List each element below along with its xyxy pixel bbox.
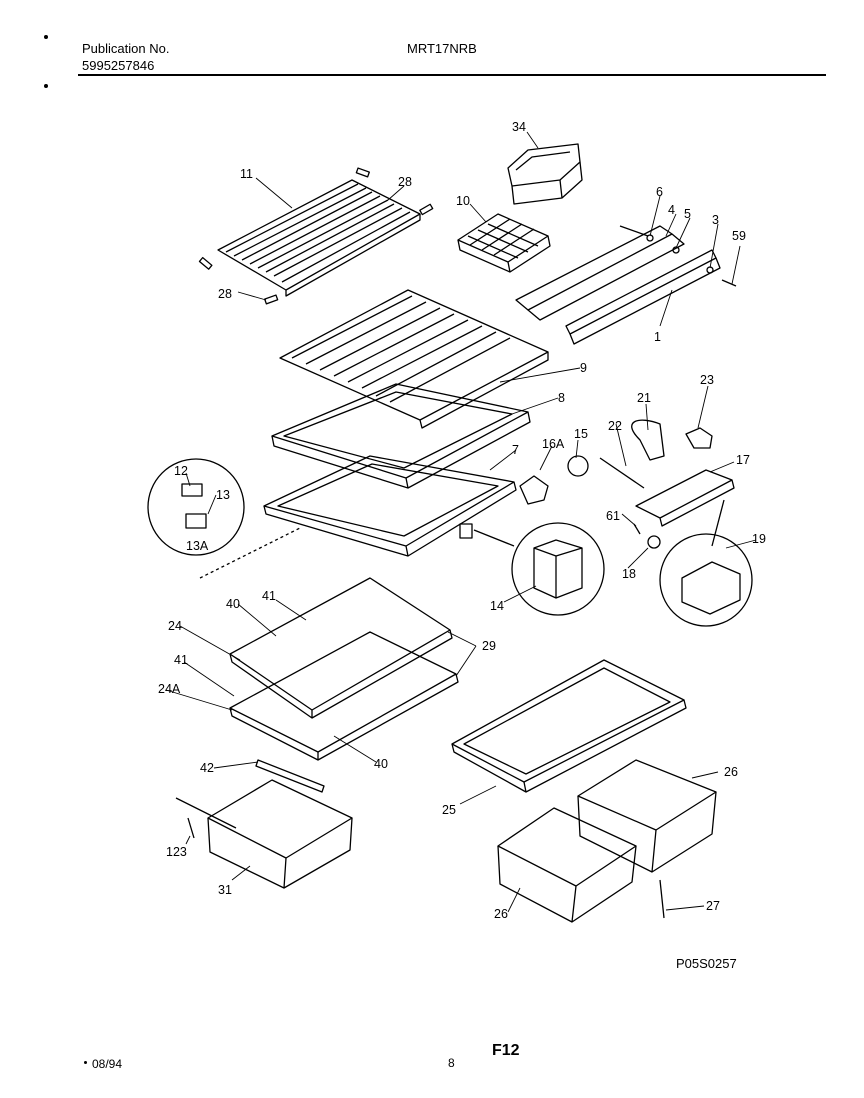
inset-circle-14 [511,522,605,616]
part-28-clip [264,294,279,305]
part-24a-glass-shelf [229,631,459,761]
part-8-frame [271,383,531,489]
callout-14: 14 [490,599,504,613]
part-9-shelf [279,289,549,429]
model-number: MRT17NRB [407,41,477,56]
callout-1: 1 [654,330,661,344]
part-21-wire [631,419,665,461]
leader-lines [165,131,757,913]
callout-22: 22 [608,419,622,433]
callout-19: 19 [752,532,766,546]
part-10-ice-tray [457,213,551,273]
callout-26: 26 [494,907,508,921]
callout-61: 61 [606,509,620,523]
callout-24: 24 [168,619,182,633]
margin-mark [84,1061,87,1064]
part-22-rod [599,457,645,489]
part-14 [533,539,583,599]
inset-circle-12-13 [147,458,245,556]
callout-31: 31 [218,883,232,897]
callout-15: 15 [574,427,588,441]
part-7-frame [263,455,517,557]
callout-25: 25 [442,803,456,817]
callout-40: 40 [374,757,388,771]
callout-27: 27 [706,899,720,913]
part-28-clip [355,167,370,178]
callout-9: 9 [580,361,587,375]
part-28-clip [419,203,434,216]
inset-circle-19 [659,533,753,627]
callout-13: 13 [216,488,230,502]
part-26-drawer [577,759,717,873]
callout-28: 28 [398,175,412,189]
part-16a-socket [519,475,549,505]
page-number: 8 [448,1056,455,1070]
figure-code: F12 [492,1042,520,1059]
part-31-drawer [175,779,353,889]
part-23-switch [685,427,713,449]
callout-41: 41 [262,589,276,603]
margin-mark [44,84,48,88]
callout-labels: 34 11 28 6 10 4 5 3 59 28 1 9 23 8 21 22… [158,120,766,921]
part-34-bin [507,143,583,205]
callout-26: 26 [724,765,738,779]
callout-13a: 13A [186,539,209,553]
margin-mark [44,35,48,39]
callout-5: 5 [684,207,691,221]
diagram-code: P05S0257 [676,956,737,971]
part-42-rail [255,759,325,793]
callout-29: 29 [482,639,496,653]
callout-21: 21 [637,391,651,405]
header-rule [78,74,826,76]
callout-28: 28 [218,287,232,301]
callout-3: 3 [712,213,719,227]
callout-42: 42 [200,761,214,775]
callout-11: 11 [240,167,253,181]
callout-10: 10 [456,194,470,208]
callout-16a: 16A [542,437,565,451]
part-25-crisper-cover [451,659,687,793]
part-123-screw [187,817,195,839]
callout-40: 40 [226,597,240,611]
callout-6: 6 [656,185,663,199]
part-11-wire-shelf [217,179,421,297]
publication-label: Publication No. [82,41,170,56]
callout-23: 23 [700,373,714,387]
part-26-drawer [497,807,637,923]
part-12 [181,483,203,497]
part-14-small [459,523,473,539]
part-15-bulb [567,455,589,477]
inset-leader [199,527,301,579]
part-1-rail-assembly [515,225,737,345]
footer-date: 08/94 [92,1057,123,1071]
callout-18: 18 [622,567,636,581]
part-28-clip [198,256,213,270]
callout-24a: 24A [158,682,181,696]
callout-123: 123 [166,845,187,859]
callout-12: 12 [174,464,188,478]
part-24-glass-shelf [229,577,453,719]
callout-41: 41 [174,653,188,667]
part-19-switch [681,561,741,615]
publication-number: 5995257846 [82,58,155,73]
callout-7: 7 [512,443,519,457]
part-27-screw [659,879,665,919]
part-18-washer [647,535,661,549]
callout-34: 34 [512,120,526,134]
callout-17: 17 [736,453,750,467]
callout-4: 4 [668,203,675,217]
callout-8: 8 [558,391,565,405]
part-13 [185,513,207,529]
part-17-housing [635,469,735,527]
callout-59: 59 [732,229,746,243]
